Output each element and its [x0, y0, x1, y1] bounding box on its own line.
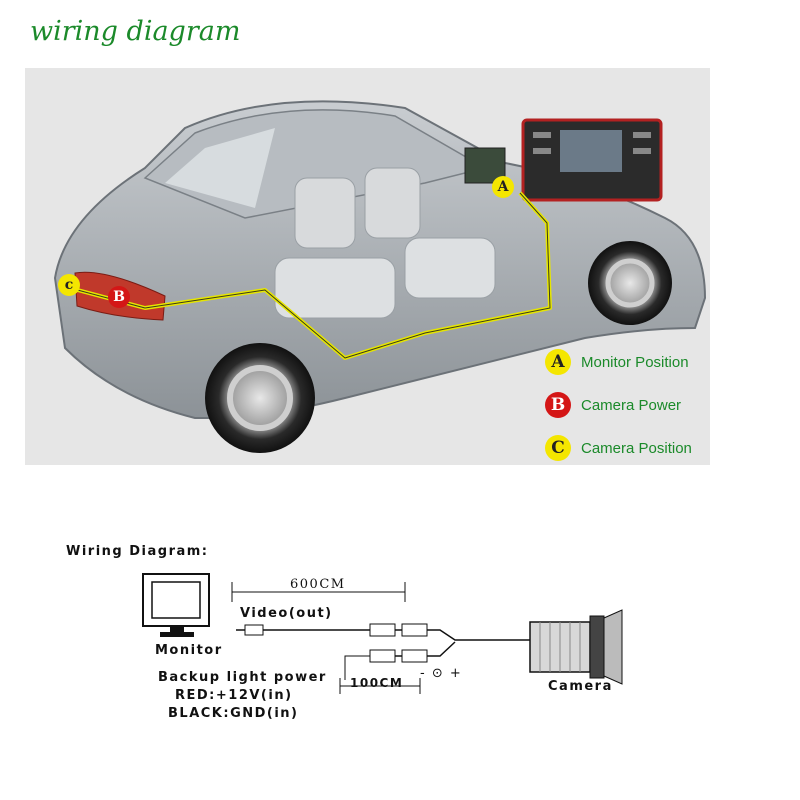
legend-label-power: Camera Power: [581, 396, 682, 414]
legend-dot-c: C: [545, 435, 571, 461]
wiring-schematic: [142, 573, 623, 694]
camera-icon: [529, 609, 623, 685]
wiring-heading: Wiring Diagram:: [66, 544, 209, 559]
legend-item-camera: C Camera Position: [545, 435, 692, 461]
monitor-label: Monitor: [155, 643, 223, 658]
backup-label: Backup light power: [158, 670, 327, 685]
wiring-diagram: Wiring Diagram:: [0, 530, 800, 730]
legend-dot-a: A: [545, 349, 571, 375]
page-title: wiring diagram: [30, 16, 241, 47]
monitor-icon: [142, 573, 210, 637]
red-label: RED:+12V(in): [175, 688, 293, 703]
marker-a: A: [492, 176, 514, 198]
legend-dot-b: B: [545, 392, 571, 418]
car-illustration: [53, 100, 707, 453]
video-label: Video(out): [240, 606, 333, 621]
legend-item-power: B Camera Power: [545, 392, 681, 418]
camera-label: Camera: [548, 679, 613, 694]
legend-item-monitor: A Monitor Position: [545, 349, 689, 375]
length-long: 600CM: [290, 577, 346, 592]
marker-b: B: [108, 286, 130, 308]
polarity-symbol: - ⊙ +: [420, 666, 463, 681]
length-short: 100CM: [350, 676, 404, 690]
car-photo: A B c: [25, 68, 710, 465]
marker-c: c: [58, 274, 80, 296]
legend-label-monitor: Monitor Position: [581, 353, 689, 371]
legend-label-camera: Camera Position: [581, 439, 692, 457]
black-label: BLACK:GND(in): [168, 706, 299, 721]
